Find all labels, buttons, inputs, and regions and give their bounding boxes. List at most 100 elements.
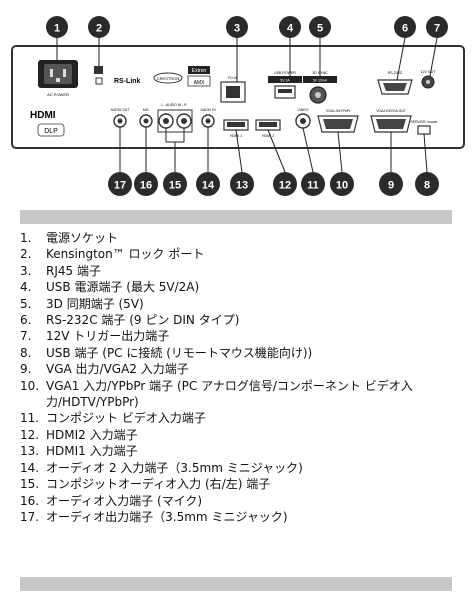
callout-9: 9: [379, 172, 403, 196]
logo-amx: AMX: [194, 80, 206, 86]
audio-in-jack: [201, 114, 215, 128]
legend-text: オーディオ 2 入力端子（3.5mm ミニジャック): [46, 460, 303, 475]
usb-power-sub: 5V 2A: [280, 79, 290, 83]
legend-text: コンポジットオーディオ入力 (右/左) 端子: [46, 477, 271, 492]
ac-power-label: AC POWER: [47, 92, 69, 97]
legend-number: 10.: [20, 378, 40, 393]
callout-6: 6: [394, 16, 416, 38]
audio-out-jack: [113, 114, 127, 128]
usb-service-port: [417, 125, 431, 135]
legend-text: HDMI2 入力端子: [46, 427, 138, 442]
svg-text:15: 15: [169, 180, 181, 192]
callout-14: 14: [196, 172, 220, 196]
kensington-lock-port: [94, 66, 103, 85]
svg-text:6: 6: [402, 23, 408, 35]
callout-12: 12: [273, 172, 297, 196]
svg-text:16: 16: [140, 180, 152, 192]
hdmi2-port: [255, 119, 281, 131]
legend-item: 6.RS-232C 端子 (9 ピン DIN タイプ): [20, 312, 460, 328]
legend-number: 17.: [20, 509, 40, 524]
legend-text: USB 端子 (PC に接続 (リモートマウス機能向け)): [46, 345, 313, 360]
legend-number: 16.: [20, 493, 40, 508]
sync3d-port: [309, 86, 327, 104]
legend-item: 1. 電源ソケット: [20, 230, 460, 246]
legend-number: 9.: [20, 362, 32, 377]
legend-item: 17. オーディオ出力端子（3.5mm ミニジャック): [20, 509, 460, 525]
callout-16: 16: [134, 172, 158, 196]
legend-item: 13.HDMI1 入力端子: [20, 443, 460, 459]
rj45-label: RJ-45: [228, 76, 238, 80]
callout-10: 10: [330, 172, 354, 196]
usb-service-label: SERVICE/ mouse: [411, 120, 438, 124]
legend-number: 4.: [20, 280, 32, 295]
legend-number: 1.: [20, 231, 32, 245]
svg-text:9: 9: [388, 180, 394, 192]
dc-out-port: [421, 75, 435, 89]
vga1-port: [317, 115, 359, 133]
legend-number: 8.: [20, 345, 32, 360]
legend-number: 3.: [20, 263, 32, 278]
legend-number: 2.: [20, 247, 32, 262]
hdmi1-label: HDMI 1: [230, 134, 242, 138]
callout-15: 15: [163, 172, 187, 196]
port-legend-list: 1.電源ソケット 2.Kensington™ ロック ポート 3.RJ45 端子…: [20, 230, 460, 525]
legend-text: オーディオ出力端子（3.5mm ミニジャック): [46, 509, 288, 524]
logo-strip: RS-Link CRESTRON Extron AMX: [114, 66, 211, 87]
logo-crestron: CRESTRON: [157, 76, 180, 81]
legend-item: 7.12V トリガー出力端子: [20, 328, 460, 344]
legend-number: 14.: [20, 460, 40, 475]
legend-item: 5. 3D 同期端子 (5V): [20, 296, 460, 312]
svg-text:12: 12: [279, 180, 291, 192]
legend-text: USB 電源端子 (最大 5V/2A): [46, 280, 200, 295]
legend-number: 11.: [20, 411, 40, 426]
hdmi1-port: [223, 119, 249, 131]
legend-number: 5.: [20, 296, 32, 311]
audio-r-jack: [176, 113, 192, 129]
legend-item: 10. VGA1 入力/YPbPr 端子 (PC アナログ信号/コンポーネント ビ…: [20, 378, 460, 411]
legend-text: Kensington™ ロック ポート: [46, 247, 205, 262]
callout-3: 3: [226, 16, 248, 38]
svg-text:5: 5: [317, 23, 323, 35]
svg-text:17: 17: [114, 180, 126, 192]
video-label: VIDEO: [297, 108, 308, 112]
legend-text: 電源ソケット: [46, 231, 119, 245]
legend-text: VGA 出力/VGA2 入力端子: [46, 362, 189, 377]
legend-text: オーディオ入力端子 (マイク): [46, 493, 203, 508]
legend-item: 8. USB 端子 (PC に接続 (リモートマウス機能向け)): [20, 345, 460, 361]
legend-text: VGA1 入力/YPbPr 端子 (PC アナログ信号/コンポーネント ビデオ入…: [46, 378, 413, 410]
mic-label: MIC: [143, 108, 150, 112]
legend-text: 3D 同期端子 (5V): [46, 296, 144, 311]
callout-13: 13: [230, 172, 254, 196]
hdmi2-label: HDMI 2: [262, 134, 274, 138]
legend-item: 11. コンポジット ビデオ入力端子: [20, 410, 460, 426]
dc-out-label: 12V OUT: [421, 70, 437, 74]
vga-out-label: VGA2-IN/VGA OUT: [376, 109, 406, 113]
rj45-port: [220, 81, 246, 103]
svg-text:7: 7: [434, 23, 440, 35]
leader-lines-bottom: [119, 127, 428, 173]
legend-text: コンポジット ビデオ入力端子: [46, 411, 206, 426]
svg-text:1: 1: [54, 23, 60, 35]
audio-l-jack: [158, 113, 174, 129]
audio-lr-label: L - AUDIO IN - R: [161, 103, 187, 107]
legend-number: 13.: [20, 444, 40, 459]
legend-number: 6.: [20, 313, 32, 328]
callout-4: 4: [279, 16, 301, 38]
legend-item: 4. USB 電源端子 (最大 5V/2A): [20, 279, 460, 295]
legend-item: 16. オーディオ入力端子 (マイク): [20, 493, 460, 509]
logo-rslink: RS-Link: [114, 78, 141, 85]
callout-7: 7: [426, 16, 448, 38]
callout-5: 5: [309, 16, 331, 38]
callout-2: 2: [88, 16, 110, 38]
callout-17: 17: [108, 172, 132, 196]
legend-item: 15.コンポジットオーディオ入力 (右/左) 端子: [20, 476, 460, 492]
section-divider-top: [20, 210, 452, 224]
svg-text:13: 13: [236, 180, 248, 192]
svg-text:4: 4: [287, 23, 294, 35]
leader-lines-top: [56, 37, 438, 82]
audio-out-label: AUDIO OUT: [111, 108, 130, 112]
rs232-port: [377, 79, 413, 95]
legend-item: 12.HDMI2 入力端子: [20, 427, 460, 443]
composite-video-port: [295, 113, 311, 129]
projector-rear-panel-figure: AC POWER RS-Link CRESTRON Extron AMX HDM…: [11, 16, 465, 196]
